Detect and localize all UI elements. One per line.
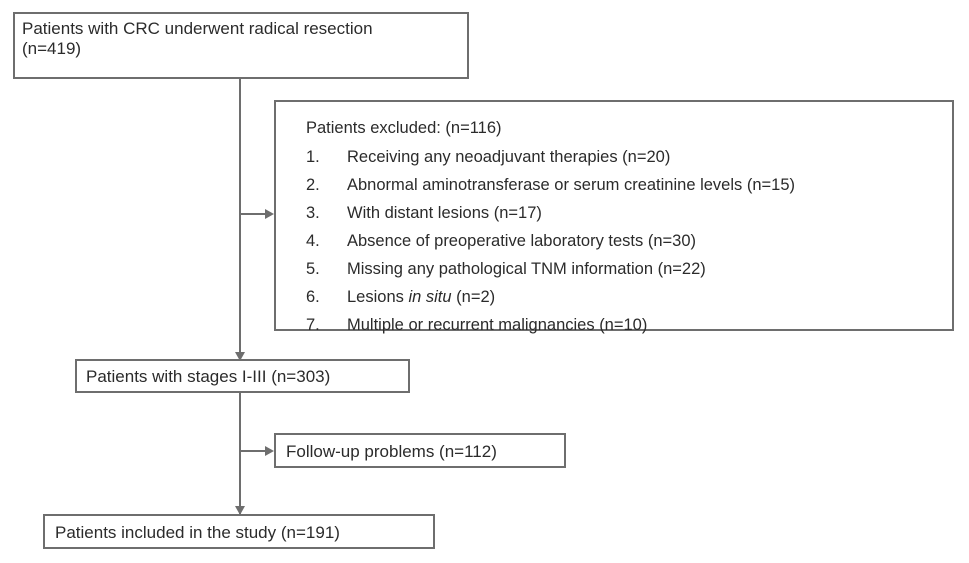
connector-main-vertical-lower — [239, 393, 241, 515]
list-item-text: Receiving any neoadjuvant therapies (n=2… — [347, 148, 671, 166]
node-stages-label: Patients with stages I-III (n=303) — [86, 367, 331, 386]
list-item-text: Abnormal aminotransferase or serum creat… — [347, 176, 795, 194]
node-followup-label: Follow-up problems (n=112) — [286, 442, 497, 461]
list-item-number: 3. — [306, 204, 320, 222]
list-item-text: With distant lesions (n=17) — [347, 204, 542, 222]
list-item: 4. Absence of preoperative laboratory te… — [306, 227, 952, 255]
node-enrolled-label: Patients with CRC underwent radical rese… — [22, 19, 373, 58]
connector-to-followup — [239, 450, 265, 452]
excluded-reasons-list: 1. Receiving any neoadjuvant therapies (… — [306, 143, 952, 339]
list-item-text: Lesions in situ (n=2) — [347, 283, 952, 311]
connector-main-vertical-upper — [239, 79, 241, 360]
list-item-number: 4. — [306, 232, 320, 250]
excluded-heading: Patients excluded: (n=116) — [306, 119, 502, 137]
list-item-text-after: (n=2) — [451, 288, 496, 306]
list-item-number: 2. — [306, 176, 320, 194]
arrowhead-to-stages-icon — [235, 352, 245, 361]
list-item-text-italic: in situ — [408, 288, 452, 306]
node-included-label: Patients included in the study (n=191) — [55, 523, 340, 542]
list-item: 1. Receiving any neoadjuvant therapies (… — [306, 143, 952, 171]
list-item-text: Absence of preoperative laboratory tests… — [347, 232, 696, 250]
node-included-in-study: Patients included in the study (n=191) — [43, 514, 435, 549]
list-item: 7. Multiple or recurrent malignancies (n… — [306, 311, 952, 339]
list-item-text: Missing any pathological TNM information… — [347, 260, 706, 278]
list-item-number: 6. — [306, 288, 320, 306]
list-item: 6. Lesions in situ (n=2) — [306, 283, 952, 311]
node-excluded-patients: Patients excluded: (n=116) 1. Receiving … — [274, 100, 954, 334]
list-item-number: 7. — [306, 316, 320, 334]
list-item: 3. With distant lesions (n=17) — [306, 199, 952, 227]
list-item-number: 1. — [306, 148, 320, 166]
arrowhead-to-included-icon — [235, 506, 245, 515]
node-followup-problems: Follow-up problems (n=112) — [274, 433, 566, 468]
list-item: 5. Missing any pathological TNM informat… — [306, 255, 952, 283]
arrowhead-to-excluded-icon — [265, 209, 274, 219]
node-enrolled-patients: Patients with CRC underwent radical rese… — [13, 12, 469, 79]
list-item-text: Multiple or recurrent malignancies (n=10… — [347, 316, 648, 334]
list-item-number: 5. — [306, 260, 320, 278]
node-stages-i-iii: Patients with stages I-III (n=303) — [75, 359, 410, 393]
list-item: 2. Abnormal aminotransferase or serum cr… — [306, 171, 952, 199]
arrowhead-to-followup-icon — [265, 446, 274, 456]
list-item-text-before: Lesions — [347, 288, 409, 306]
connector-to-excluded — [239, 213, 265, 215]
